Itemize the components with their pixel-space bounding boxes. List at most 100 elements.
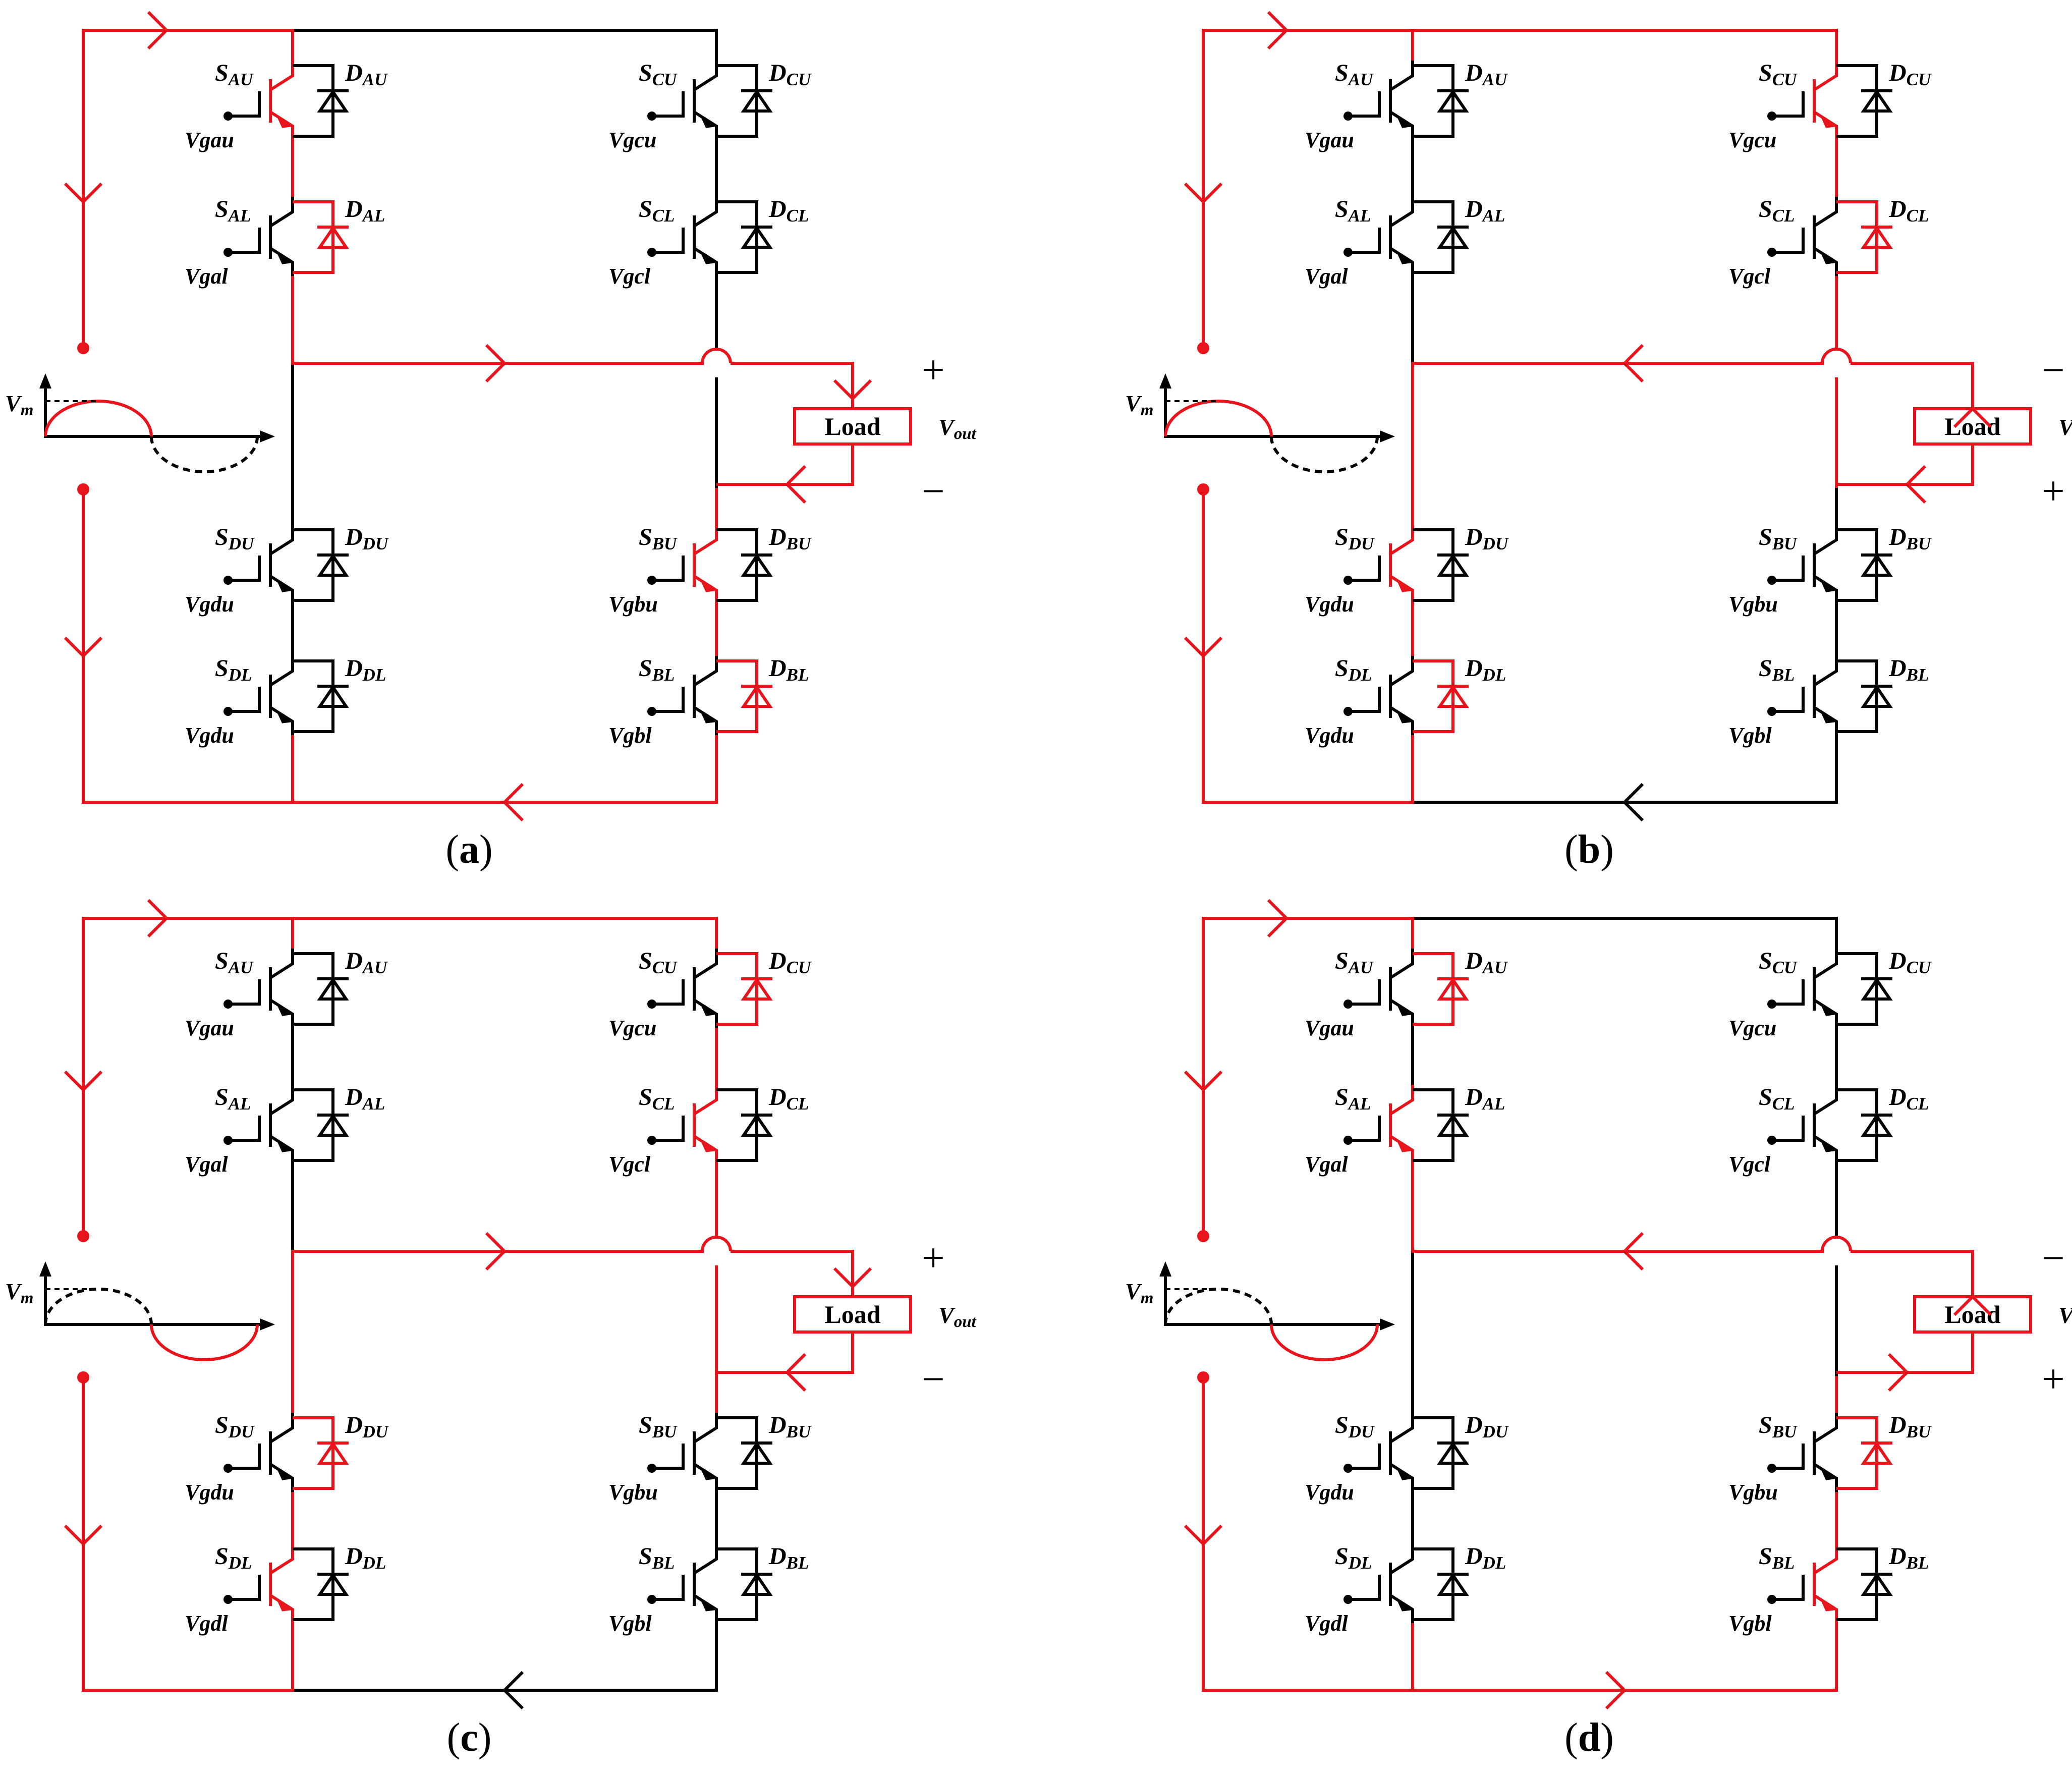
switch-label-Cl: SCL	[1759, 1084, 1795, 1114]
axis-arrow-icon	[1380, 1318, 1395, 1330]
gate-label-text: Vgal	[1305, 1152, 1348, 1177]
gate-label-text: Vgal	[185, 264, 228, 289]
diode-label-Cu: DCU	[1888, 948, 1932, 977]
diode-label-Bu-sub: BU	[786, 1422, 812, 1441]
diode-label-Du-main: D	[1465, 524, 1483, 550]
switch-label-Bl: SBL	[1759, 1543, 1795, 1573]
emitter-arrow-icon	[1820, 251, 1836, 264]
switch-label-Bu-main: S	[1759, 524, 1772, 550]
diode-icon	[317, 1113, 349, 1137]
gate-terminal-icon	[647, 1595, 656, 1604]
switch-label-Bu-main: S	[1759, 1412, 1772, 1438]
igbt-collector	[1813, 61, 1838, 91]
switch-label-Du: SDU	[215, 524, 255, 553]
axis-arrow-icon	[260, 1318, 275, 1330]
gate-terminal-icon	[223, 1000, 233, 1009]
emitter-arrow-icon	[1820, 1139, 1836, 1152]
emitter-arrow-icon	[1396, 1467, 1413, 1480]
igbt-collector	[693, 197, 718, 228]
diode-loop	[1413, 528, 1454, 602]
diode-label-Au: DAU	[345, 948, 388, 977]
load-bottom-wire	[716, 1332, 854, 1374]
gate-label-text: Vgal	[185, 1152, 228, 1177]
igbt-collector	[1389, 949, 1414, 979]
switch-label-Bl-sub: BL	[652, 665, 675, 685]
diode-icon	[1437, 225, 1469, 249]
diode-icon	[741, 684, 773, 708]
diode-icon	[741, 225, 773, 249]
diode-label-Bu-main: D	[768, 524, 787, 550]
switch-label-Cu-main: S	[639, 948, 652, 974]
diode-label-Al: DAL	[1465, 196, 1505, 226]
switch-label-Du: SDU	[1335, 524, 1375, 553]
gate-label-text: Vgcu	[608, 128, 656, 152]
igbt-collector	[1813, 525, 1838, 556]
igbt-collector	[1389, 1413, 1414, 1444]
current-arrow-icon	[64, 1524, 103, 1546]
diode-icon	[1861, 1572, 1893, 1596]
switch-label-Cl-sub: CL	[1772, 206, 1795, 226]
gate-label-text: Vgbl	[1728, 1611, 1772, 1636]
gate-label-Cu: Vgcu	[1728, 128, 1776, 152]
diode-label-Du-sub: DU	[362, 1422, 389, 1441]
gate-terminal-icon	[1343, 112, 1353, 121]
diode-label-Bl: DBL	[768, 1543, 809, 1573]
emitter-arrow-icon	[700, 115, 716, 128]
switch-label-Cu-sub: CU	[1772, 958, 1798, 977]
diode-icon	[1861, 1113, 1893, 1137]
diode-loop	[293, 1416, 334, 1490]
emitter-arrow-icon	[700, 710, 716, 724]
gate-label-Bl: Vgbl	[608, 1611, 652, 1636]
igbt-collector	[693, 525, 718, 556]
switch-label-Bu-sub: BU	[652, 534, 678, 553]
gate-label-text: Vgdu	[185, 723, 234, 748]
switch-label-Bu-sub: BU	[652, 1422, 678, 1441]
vm-label: Vm	[1125, 1279, 1153, 1307]
switch-label-Au-main: S	[215, 60, 229, 86]
gate-label-Cl: Vgcl	[1728, 1152, 1771, 1177]
gate-label-text: Vgdu	[1305, 723, 1354, 748]
gate-terminal-icon	[223, 248, 233, 257]
diode-label-Cu-sub: CU	[1907, 70, 1932, 89]
load-bottom-wire	[1836, 444, 1974, 486]
emitter-arrow-icon	[276, 579, 293, 592]
emitter-arrow-icon	[1820, 1598, 1836, 1612]
diode-icon	[317, 225, 349, 249]
diode-label-Bl-main: D	[1888, 1543, 1907, 1570]
gate-label-Al: Vgal	[1305, 1152, 1348, 1177]
diode-label-Dl-main: D	[1465, 1543, 1483, 1570]
polarity-top: −	[2042, 1236, 2064, 1281]
diode-label-Cl-main: D	[768, 1084, 787, 1111]
diode-label-Cu-sub: CU	[1907, 958, 1932, 977]
switch-label-Cl-sub: CL	[652, 1094, 675, 1114]
emitter-arrow-icon	[1820, 115, 1836, 128]
diode-label-Al-main: D	[345, 196, 363, 223]
switch-label-Bl: SBL	[639, 655, 675, 685]
emitter-arrow-icon	[700, 1598, 716, 1612]
diode-loop	[293, 659, 334, 733]
switch-label-Du-main: S	[1335, 1412, 1349, 1438]
diode-label-Cl-sub: CL	[1907, 206, 1929, 226]
diode-icon	[1437, 977, 1469, 1001]
vout-label: Vout	[2058, 1302, 2072, 1331]
igbt-collector	[269, 197, 294, 228]
switch-label-Dl-sub: DL	[228, 1553, 252, 1573]
switch-label-Au-sub: AU	[228, 958, 254, 977]
axis-arrow-icon	[260, 430, 275, 442]
diode-icon	[1437, 1572, 1469, 1596]
switch-label-Cl-main: S	[639, 196, 652, 223]
vm-label-sub: m	[1141, 401, 1154, 419]
gate-label-text: Vgbl	[608, 723, 652, 748]
current-arrow-icon	[1605, 1671, 1627, 1710]
current-arrow-icon	[1622, 1232, 1644, 1271]
igbt-collector	[693, 656, 718, 687]
source-terminal-icon	[1197, 342, 1209, 354]
diode-label-Cu-main: D	[768, 60, 787, 86]
switch-label-Cl-sub: CL	[1772, 1094, 1795, 1114]
switch-label-Cu-sub: CU	[652, 958, 678, 977]
diode-icon	[1437, 553, 1469, 577]
switch-label-Au: SAU	[1335, 948, 1374, 977]
crossover-hump	[701, 348, 732, 364]
diode-icon	[317, 977, 349, 1001]
